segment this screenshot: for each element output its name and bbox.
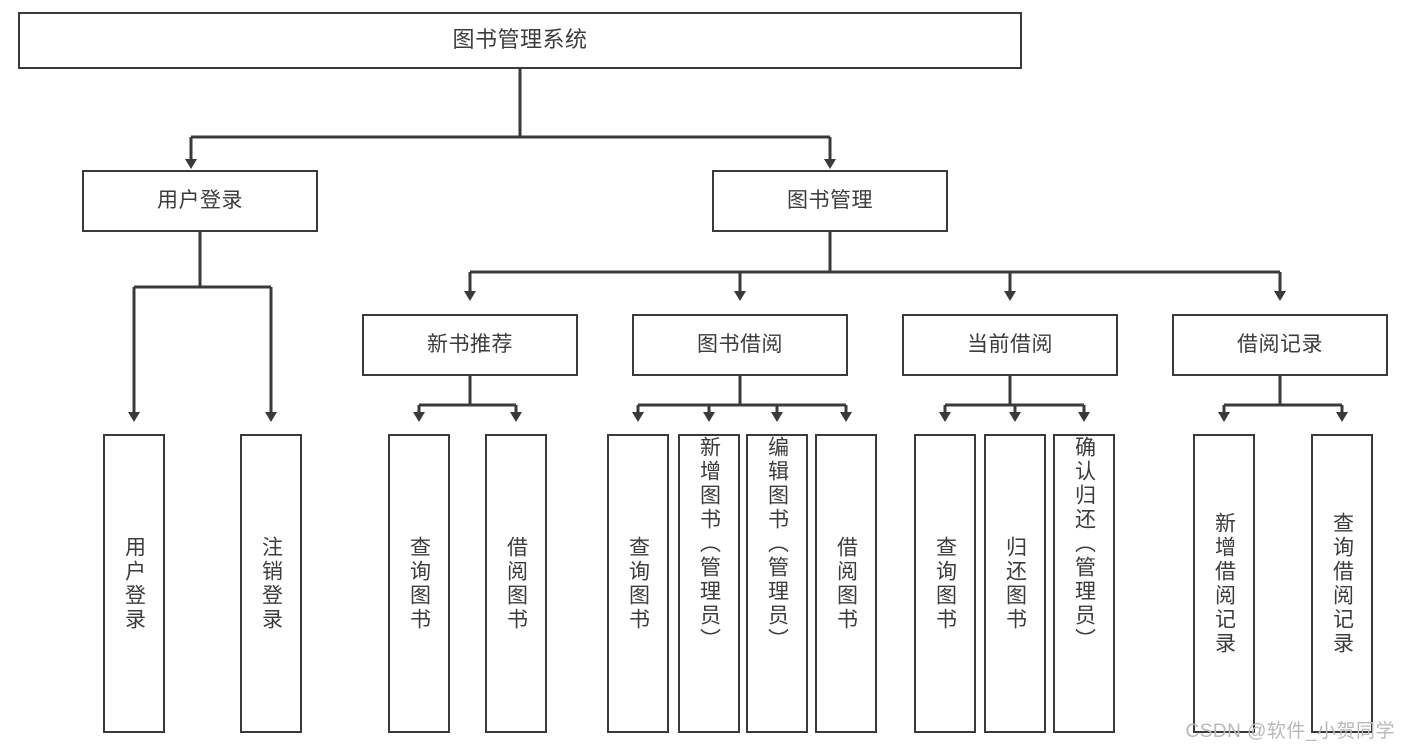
node-leaf-add-book-admin-label: 新增图书（管理员）: [697, 436, 721, 652]
node-borrow-record-label: 借阅记录: [1237, 333, 1323, 357]
node-leaf-edit-book-admin[interactable]: 编辑图书（管理员）: [746, 434, 808, 733]
node-borrow-record[interactable]: 借阅记录: [1172, 314, 1388, 376]
node-leaf-confirm-return-admin[interactable]: 确认归还（管理员）: [1053, 434, 1115, 733]
node-leaf-borrow-book-1[interactable]: 借阅图书: [485, 434, 547, 733]
node-leaf-borrow-book-1-label: 借阅图书: [504, 535, 528, 632]
node-book-manage[interactable]: 图书管理: [712, 170, 948, 232]
node-user-login[interactable]: 用户登录: [82, 170, 318, 232]
node-leaf-confirm-return-admin-label: 确认归还（管理员）: [1072, 436, 1096, 652]
node-leaf-return-book[interactable]: 归还图书: [984, 434, 1046, 733]
node-leaf-logout-login-label: 注销登录: [259, 535, 283, 632]
node-book-borrow[interactable]: 图书借阅: [632, 314, 848, 376]
node-leaf-return-book-label: 归还图书: [1003, 535, 1027, 632]
node-leaf-add-borrow-record-label: 新增借阅记录: [1212, 511, 1236, 656]
node-leaf-user-login[interactable]: 用户登录: [103, 434, 165, 733]
node-new-book-recommend-label: 新书推荐: [427, 333, 513, 357]
node-leaf-edit-book-admin-label: 编辑图书（管理员）: [765, 436, 789, 652]
node-leaf-query-book-2[interactable]: 查询图书: [607, 434, 669, 733]
node-root[interactable]: 图书管理系统: [18, 12, 1022, 69]
node-leaf-query-book-3-label: 查询图书: [933, 535, 957, 632]
node-leaf-logout-login[interactable]: 注销登录: [240, 434, 302, 733]
node-leaf-query-book-1-label: 查询图书: [407, 535, 431, 632]
node-new-book-recommend[interactable]: 新书推荐: [362, 314, 578, 376]
node-root-label: 图书管理系统: [452, 27, 588, 53]
node-book-manage-label: 图书管理: [787, 189, 873, 213]
node-book-borrow-label: 图书借阅: [697, 333, 783, 357]
node-leaf-borrow-book-2[interactable]: 借阅图书: [815, 434, 877, 733]
node-leaf-add-borrow-record[interactable]: 新增借阅记录: [1193, 434, 1255, 733]
node-leaf-borrow-book-2-label: 借阅图书: [834, 535, 858, 632]
node-leaf-user-login-label: 用户登录: [122, 535, 146, 632]
node-current-borrow[interactable]: 当前借阅: [902, 314, 1118, 376]
node-leaf-query-borrow-record[interactable]: 查询借阅记录: [1311, 434, 1373, 733]
node-leaf-add-book-admin[interactable]: 新增图书（管理员）: [678, 434, 740, 733]
node-leaf-query-book-1[interactable]: 查询图书: [388, 434, 450, 733]
node-current-borrow-label: 当前借阅: [967, 333, 1053, 357]
node-leaf-query-borrow-record-label: 查询借阅记录: [1330, 511, 1354, 656]
node-user-login-label: 用户登录: [157, 189, 243, 213]
node-leaf-query-book-2-label: 查询图书: [626, 535, 650, 632]
node-leaf-query-book-3[interactable]: 查询图书: [914, 434, 976, 733]
